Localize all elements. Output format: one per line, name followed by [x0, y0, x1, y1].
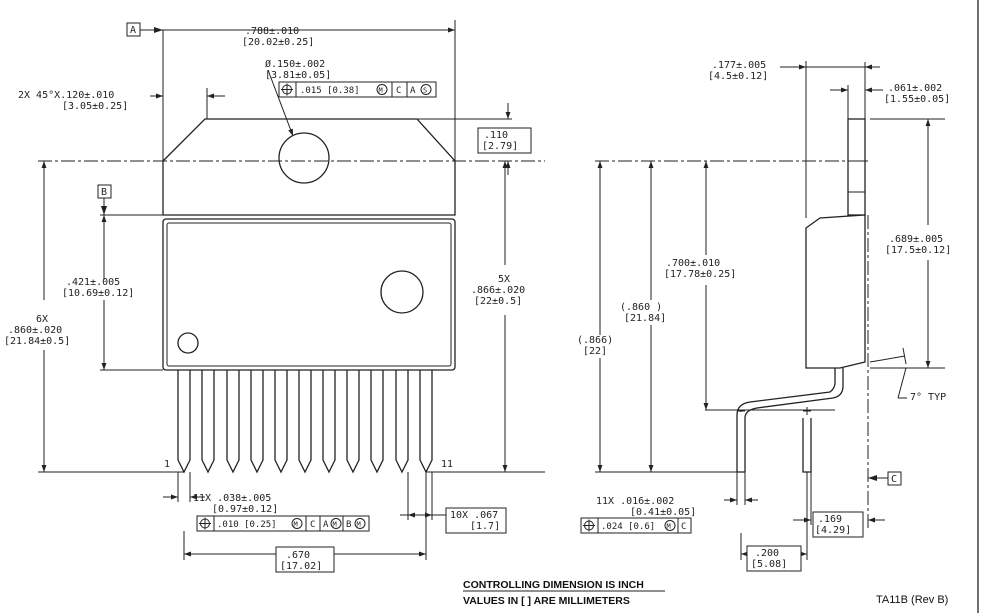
lead-tolerance-frame: .010 [0.25] M C A M B M	[196, 515, 370, 532]
dim-lead-thickness: 11X .016±.002	[596, 496, 674, 507]
pin-11-label: 11	[441, 459, 453, 470]
note-values-mm: VALUES IN [ ] ARE MILLIMETERS	[463, 595, 630, 607]
dim-thickness: .177±.005	[712, 60, 766, 71]
max-material-icon: M	[664, 520, 676, 531]
svg-text:M: M	[357, 521, 361, 529]
dim-tab-thickness: .061±.002	[888, 83, 942, 94]
dim-tab-mm: [2.79]	[482, 141, 518, 152]
dim-angle: 7° TYP	[910, 392, 946, 403]
dim-h866: (.866)	[577, 335, 613, 346]
hole-tol-datum-c: C	[396, 86, 401, 96]
max-material-icon: M	[376, 84, 388, 95]
dim-offset-169-mm: [4.29]	[815, 525, 851, 536]
svg-text:M: M	[333, 521, 337, 529]
max-material-icon: M	[330, 518, 342, 529]
lead-tol-datum-a: A	[323, 520, 329, 530]
dim-tab: .110	[484, 130, 508, 141]
dim-h700: .700±.010	[666, 258, 720, 269]
dim-chamfer: 2X 45°X.120±.010	[18, 90, 114, 101]
dim-width-mm: [20.02±0.25]	[242, 37, 314, 48]
dim-6x: 6X	[36, 314, 48, 325]
side-view: .177±.005 [4.5±0.12] .061±.002 [1.55±0.0…	[577, 60, 951, 572]
dim-h860-mm: [21.84]	[624, 313, 666, 324]
datum-c: C	[891, 474, 897, 485]
max-material-icon: M	[291, 518, 303, 529]
pin-1-label: 1	[164, 459, 170, 470]
dim-h860: (.860 )	[620, 302, 662, 313]
dim-offset-200: .200	[755, 548, 779, 559]
dim-span: .670	[286, 550, 310, 561]
position-tolerance-icon	[199, 517, 211, 530]
dim-6x-value: .860±.020	[8, 325, 62, 336]
dim-h689: .689±.005	[889, 234, 943, 245]
dim-pitch: 10X .067	[450, 510, 498, 521]
dim-h689-mm: [17.5±0.12]	[885, 245, 951, 256]
hole-tol-value: .015 [0.38]	[300, 86, 360, 96]
lead-tol-datum-b: B	[346, 520, 351, 530]
dim-h866-mm: [22]	[583, 346, 607, 357]
side-lead	[736, 368, 844, 473]
dim-hole: Ø.150±.002	[265, 58, 325, 70]
molded-body	[162, 218, 456, 371]
dim-span-mm: [17.02]	[280, 561, 322, 572]
front-view: A .788±.010 [20.02±0.25] 2X 45°X.120±.01…	[4, 20, 545, 573]
dim-b: .421±.005	[66, 277, 120, 288]
max-material-icon: M	[354, 518, 366, 529]
pin1-dot	[177, 332, 199, 354]
dim-offset-169: .169	[818, 514, 842, 525]
dim-h700-mm: [17.78±0.25]	[664, 269, 736, 280]
dim-5x: 5X	[498, 274, 510, 285]
hole-tol-datum-a: A	[410, 86, 416, 96]
dim-5x-mm: [22±0.5]	[474, 296, 522, 307]
lead-tol-datum-c: C	[310, 520, 315, 530]
mounting-hole	[278, 132, 330, 184]
revision-label: TA11B (Rev B)	[876, 594, 948, 606]
side-tab	[847, 118, 866, 216]
dim-hole-mm: [3.81±0.05]	[265, 70, 331, 81]
dim-pitch-mm: [1.7]	[470, 521, 500, 532]
ejector-mark	[380, 270, 424, 314]
position-tolerance-icon	[583, 519, 595, 532]
notes: CONTROLLING DIMENSION IS INCH VALUES IN …	[463, 579, 948, 607]
side-tol-datum-c: C	[681, 522, 686, 532]
datum-b: B	[101, 187, 107, 198]
molded-body-inner	[166, 222, 452, 367]
dim-5x-value: .866±.020	[471, 285, 525, 296]
datum-a: A	[130, 25, 136, 36]
svg-text:M: M	[667, 523, 671, 531]
hole-tolerance-frame: .015 [0.38] M C A S	[278, 81, 437, 98]
note-controlling-dimension: CONTROLLING DIMENSION IS INCH	[463, 579, 644, 591]
dim-lead-width: 11X .038±.005	[193, 493, 271, 504]
dim-6x-mm: [21.84±0.5]	[4, 336, 70, 347]
regardless-of-feature-icon: S	[420, 84, 432, 95]
front-leads	[177, 370, 433, 474]
dim-chamfer-mm: [3.05±0.25]	[62, 101, 128, 112]
svg-text:M: M	[294, 521, 298, 529]
side-tol-value: .024 [0.6]	[601, 522, 655, 532]
side-tolerance-frame: .024 [0.6] M C	[580, 517, 692, 534]
side-body	[805, 214, 866, 369]
dim-offset-200-mm: [5.08]	[751, 559, 787, 570]
svg-text:S: S	[423, 87, 427, 95]
dim-lead-width-mm: [0.97±0.12]	[212, 504, 278, 515]
dim-thickness-mm: [4.5±0.12]	[708, 71, 768, 82]
lead-tol-value: .010 [0.25]	[217, 520, 277, 530]
position-tolerance-icon	[281, 83, 293, 96]
dim-width: .788±.010	[245, 26, 299, 37]
svg-text:M: M	[379, 87, 383, 95]
dim-lead-thickness-mm: [0.41±0.05]	[630, 507, 696, 518]
dim-b-mm: [10.69±0.12]	[62, 288, 134, 299]
dim-tab-thickness-mm: [1.55±0.05]	[884, 94, 950, 105]
